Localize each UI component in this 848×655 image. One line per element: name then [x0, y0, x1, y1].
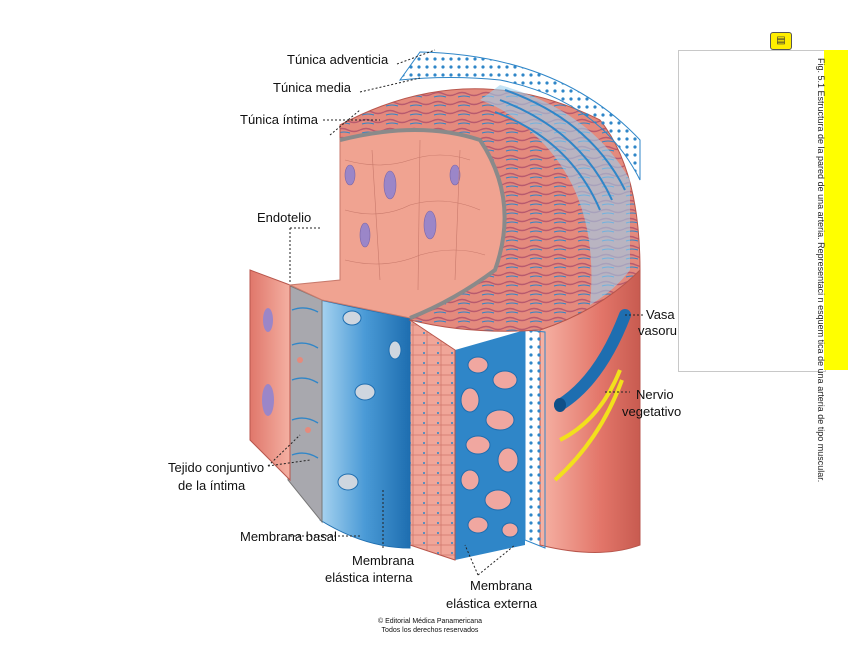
annotation-highlight-bar: [824, 50, 848, 370]
label-membrana-externa-line1: Membrana: [470, 578, 533, 593]
label-tunica-intima: Túnica íntima: [240, 112, 319, 127]
caption-text: Fig. 5.1 Estructura de la pared de una a…: [816, 58, 826, 483]
label-vasa-line1: Vasa: [646, 307, 675, 322]
label-nervio-line2: vegetativo: [622, 404, 682, 419]
label-tejido-line1: Tejido conjuntivo: [168, 460, 265, 475]
label-endotelio: Endotelio: [257, 210, 312, 225]
label-tunica-adventicia: Túnica adventicia: [287, 52, 389, 67]
annotation-note-box[interactable]: [678, 50, 826, 372]
label-membrana-interna-line2: elástica interna: [325, 570, 413, 585]
label-tunica-media: Túnica media: [273, 80, 352, 95]
figure-caption: Fig. 5.1 Estructura de la pared de una a…: [814, 58, 828, 528]
label-membrana-basal: Membrana basal: [240, 529, 337, 544]
label-vasa-line2: vasoru: [638, 323, 678, 338]
copyright-notice: © Editorial Médica Panamericana Todos lo…: [330, 617, 530, 635]
label-nervio-line1: Nervio: [636, 387, 674, 402]
comment-icon[interactable]: ▤: [770, 32, 792, 50]
label-tejido-line2: de la íntima: [178, 478, 246, 493]
label-membrana-externa-line2: elástica externa: [446, 596, 538, 611]
copyright-line1: © Editorial Médica Panamericana: [378, 618, 482, 625]
copyright-line2: Todos los derechos reservados: [381, 627, 479, 634]
label-membrana-interna-line1: Membrana: [352, 553, 415, 568]
